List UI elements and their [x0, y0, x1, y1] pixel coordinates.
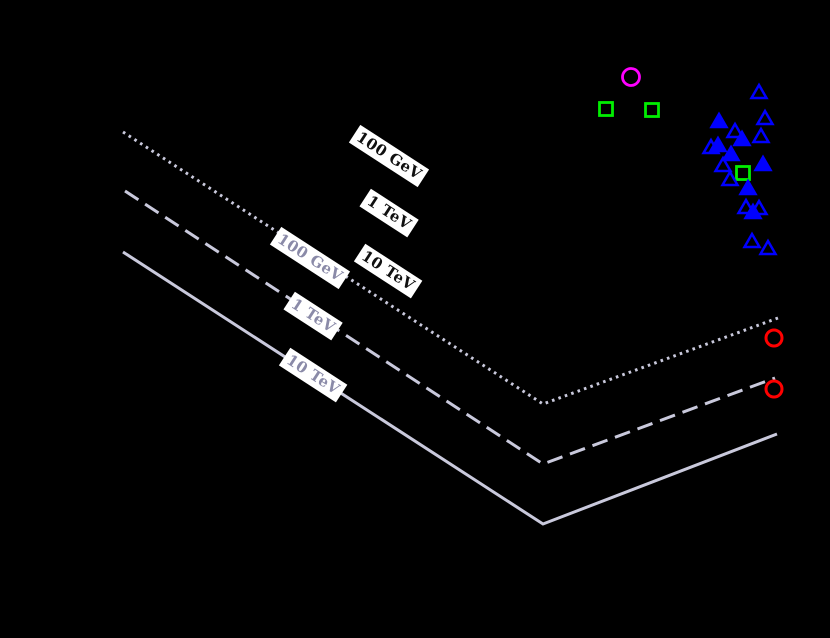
blue-filled-triangle: [753, 154, 773, 172]
curve-sensitivity-dotted: [122, 130, 779, 406]
green-open-square: [598, 101, 614, 117]
blue-open-triangle: [749, 82, 769, 100]
blue-open-triangle: [749, 198, 769, 216]
blue-open-triangle: [742, 231, 762, 249]
curve-sensitivity-dashed: [124, 189, 776, 466]
blue-open-triangle: [725, 121, 745, 139]
blue-filled-triangle: [709, 111, 729, 129]
blue-open-triangle: [736, 197, 756, 215]
green-open-square: [644, 102, 660, 118]
red-open-circle: [764, 328, 784, 348]
blue-open-triangle: [751, 126, 771, 144]
blue-filled-triangle: [721, 144, 741, 162]
curve-sensitivity-solid: [122, 250, 778, 526]
magenta-open-circle: [621, 67, 641, 87]
blue-filled-triangle: [738, 178, 758, 196]
blue-open-triangle: [758, 238, 778, 256]
red-open-circle: [764, 379, 784, 399]
blue-open-triangle: [720, 169, 740, 187]
green-open-square: [735, 165, 751, 181]
blue-open-triangle: [713, 155, 733, 173]
blue-open-triangle: [755, 108, 775, 126]
blue-filled-triangle: [732, 129, 752, 147]
blue-open-triangle: [701, 137, 721, 155]
